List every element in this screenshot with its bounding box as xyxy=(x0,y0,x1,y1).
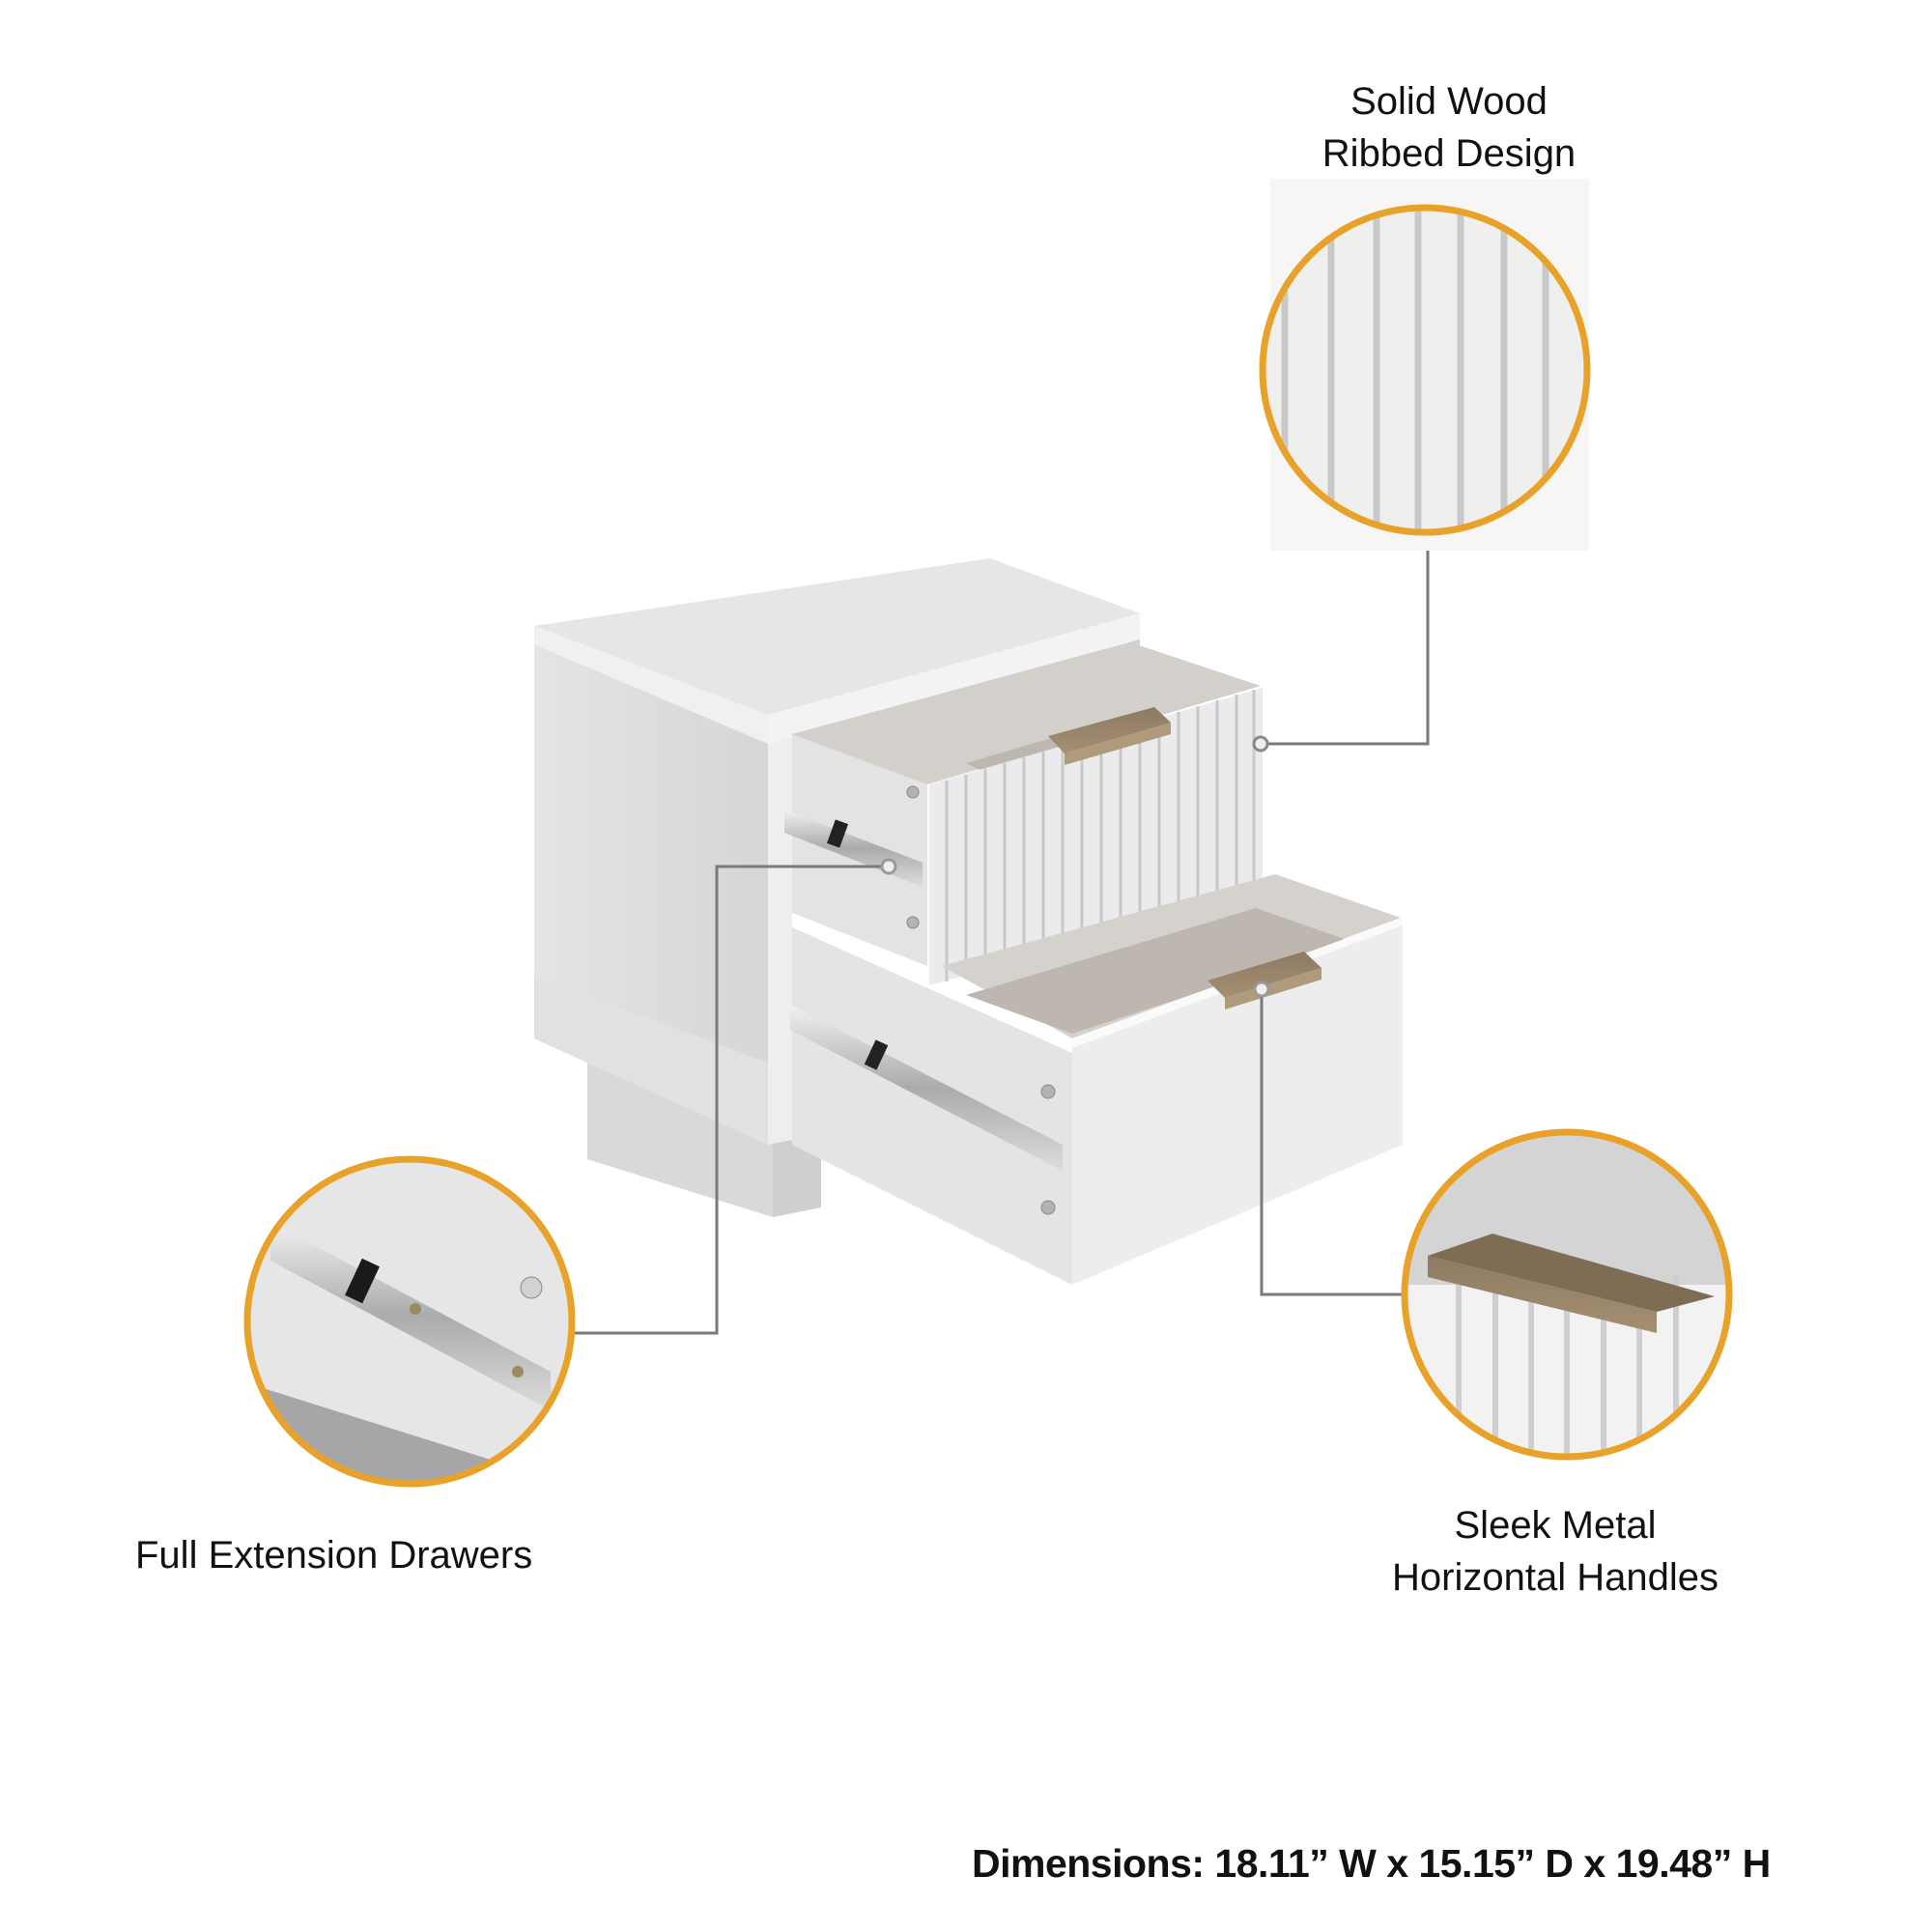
callout-dot-handles xyxy=(1253,980,1270,998)
ribbed-wood-detail-icon xyxy=(1259,179,1591,551)
metal-handle-detail-icon xyxy=(1401,1128,1733,1461)
callout-line: Horizontal Handles xyxy=(1392,1556,1719,1599)
callout-line: Sleek Metal xyxy=(1454,1504,1657,1547)
callout-line: Ribbed Design xyxy=(1321,132,1577,175)
connector-drawers xyxy=(572,865,887,1335)
callout-label-full-extension-drawers: Full Extension Drawers xyxy=(135,1529,638,1581)
drawer-slide-detail-icon xyxy=(243,1155,576,1488)
connector-lines xyxy=(572,533,1430,1335)
callout-label-ribbed-design: Solid Wood Ribbed Design xyxy=(1256,75,1642,180)
callout-label-metal-handles: Sleek Metal Horizontal Handles xyxy=(1352,1499,1758,1604)
connector-ribbed xyxy=(1264,533,1430,746)
dimensions-text: Dimensions: 18.11” W x 15.15” D x 19.48”… xyxy=(972,1841,1771,1886)
callout-dot-drawers xyxy=(880,858,897,875)
nightstand xyxy=(534,558,1403,1285)
connector-handles xyxy=(1260,989,1405,1296)
callout-dot-ribbed xyxy=(1252,735,1269,753)
callout-line: Full Extension Drawers xyxy=(135,1534,533,1577)
callout-line: Solid Wood xyxy=(1350,80,1548,123)
